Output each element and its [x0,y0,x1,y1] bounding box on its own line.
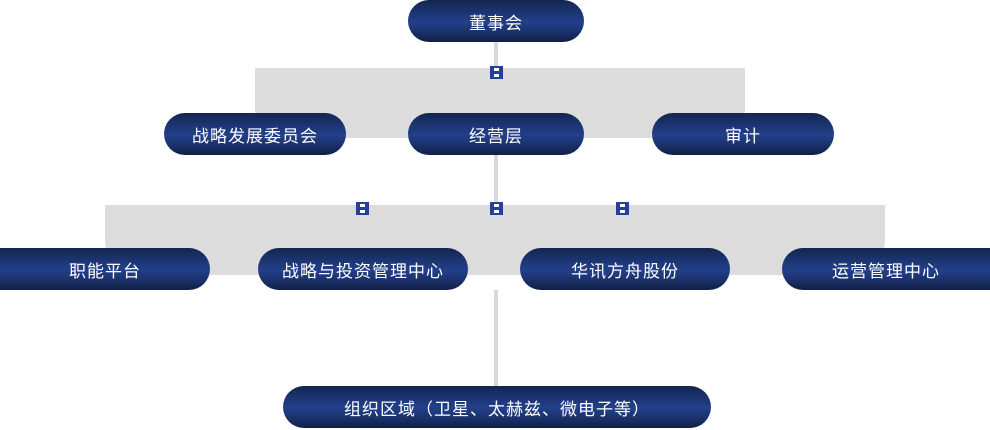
junction-marker-row2-center [490,66,503,79]
node-huaxun-fangzhou[interactable]: 华讯方舟股份 [520,248,730,290]
node-organization-areas-label: 组织区域（卫星、太赫兹、微电子等） [344,399,650,420]
node-audit-label: 审计 [725,126,761,147]
junction-marker-row3-right [616,202,629,215]
node-strategy-committee[interactable]: 战略发展委员会 [164,113,346,155]
node-management-layer[interactable]: 经营层 [408,113,584,155]
connector-row3-to-organization-areas [494,290,498,386]
node-board[interactable]: 董事会 [408,0,584,42]
node-operations-center-label: 运营管理中心 [832,261,940,282]
node-operations-center[interactable]: 运营管理中心 [782,248,990,290]
connector-board-to-row2 [494,42,498,72]
node-functional-platform-label: 职能平台 [69,261,141,282]
connector-management-to-row3 [494,155,498,210]
node-board-label: 董事会 [469,13,523,34]
node-huaxun-fangzhou-label: 华讯方舟股份 [571,261,679,282]
node-audit[interactable]: 审计 [652,113,834,155]
junction-marker-row3-center [490,202,503,215]
connector-band-row3 [105,205,885,275]
node-functional-platform[interactable]: 职能平台 [0,248,210,290]
junction-marker-row3-left [356,202,369,215]
node-strategy-investment-center[interactable]: 战略与投资管理中心 [258,248,468,290]
node-strategy-committee-label: 战略发展委员会 [192,126,318,147]
node-organization-areas[interactable]: 组织区域（卫星、太赫兹、微电子等） [283,386,711,428]
node-strategy-investment-center-label: 战略与投资管理中心 [282,261,444,282]
node-management-layer-label: 经营层 [469,126,523,147]
